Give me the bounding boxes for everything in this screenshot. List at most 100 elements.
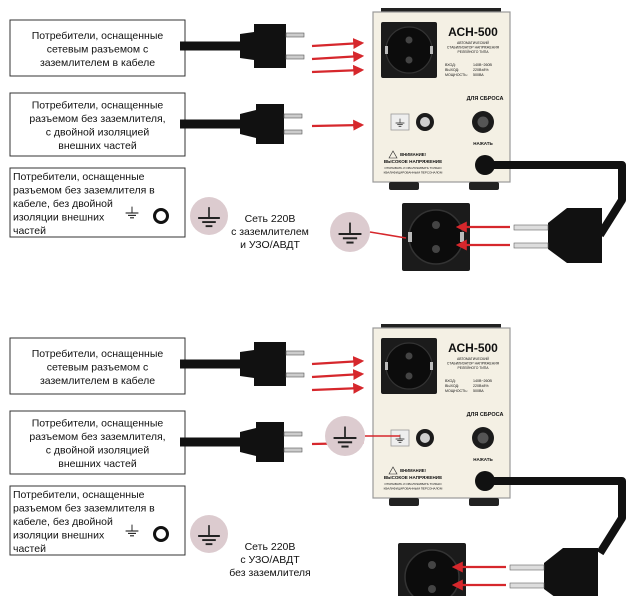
plug-body (240, 104, 284, 144)
arrow (311, 38, 365, 50)
ground-contact (385, 46, 388, 54)
ground-circle-icon (190, 515, 228, 553)
model-subtitle: РЕЛЕЙНОГО ТИПА (458, 50, 490, 54)
socket-face (404, 549, 460, 596)
arrow (311, 51, 365, 63)
model-subtitle: РЕЛЕЙНОГО ТИПА (458, 366, 490, 370)
stabilizer-foot (469, 182, 499, 190)
consumer-box-line: внешних частей (58, 458, 137, 470)
supply-cable (485, 161, 626, 238)
consumer-box-frame (9, 19, 186, 77)
consumer-box-line: изоляции внешних (13, 211, 105, 223)
consumer-box-line: Потребители, оснащенные (32, 418, 164, 430)
consumer-box-line: кабеле, без двойной (13, 516, 113, 528)
socket-face (408, 209, 464, 265)
model-subtitle: АВТОМАТИЧЕСКИЙ (457, 41, 490, 45)
spec-value: 500ВА (473, 73, 484, 77)
consumer-box-frame (9, 485, 186, 556)
consumer-box-line: сетевым разъемом с (47, 361, 149, 373)
spec-label: ВХОД: (445, 379, 456, 383)
arrow (311, 369, 365, 381)
consumer-box-line: разъемом без заземлителя, (29, 431, 165, 443)
ground-circle-icon (330, 212, 370, 252)
spec-value: 140В~260В (473, 63, 492, 67)
consumer-box-line: Потребители, оснащенные (13, 171, 145, 183)
socket-hole (432, 221, 440, 229)
supply-plug-body (544, 548, 598, 596)
network-label: и УЗО/АВДТ (240, 239, 300, 251)
supply-plug-pin (513, 224, 549, 231)
warning-note: ОТКРЫВАТЬ И ОБСЛУЖИВАТЬ ТОЛЬКО (384, 482, 442, 486)
socket-hole (428, 585, 436, 593)
consumer-box-frame (9, 410, 186, 475)
spec-value: 220В±8% (473, 384, 489, 388)
consumer-box-line: Потребители, оснащенные (32, 348, 164, 360)
consumer-box-line: кабеле, без двойной (13, 198, 113, 210)
warning-title: ВНИМАНИЕ! (400, 468, 426, 473)
panel-1: Потребители, оснащенные сетевым разъемом … (9, 8, 626, 271)
stabilizer-foot (389, 498, 419, 506)
socket-hole (428, 561, 436, 569)
output-socket-face (385, 26, 433, 74)
socket-hole (405, 36, 413, 44)
network-label: с УЗО/АВДТ (240, 554, 300, 566)
knob-center (420, 433, 430, 443)
ground-circle-icon (190, 197, 228, 235)
consumer-box-line: разъемом без заземлителя, (29, 113, 165, 125)
arrow (311, 382, 365, 394)
reset-button-cap[interactable] (477, 116, 489, 128)
socket-hole (405, 352, 413, 360)
warning-icon (388, 466, 398, 475)
plug-body (240, 342, 286, 386)
socket-hole (432, 245, 440, 253)
stabilizer-handle (381, 324, 501, 330)
consumer-box-frame (9, 92, 186, 157)
knob-center (420, 117, 430, 127)
consumer-box-line: Потребители, оснащенные (13, 489, 145, 501)
stabilizer-foot (389, 182, 419, 190)
plug-pin (285, 54, 305, 60)
network-label: Сеть 220В (245, 213, 296, 225)
consumer-box-line: частей (13, 543, 46, 555)
warning-subtitle: ВЫСОКОЕ НАПРЯЖЕНИЕ (384, 475, 442, 480)
consumer-box-line: сетевым разъемом с (47, 43, 149, 55)
consumer-box-line: Потребители, оснащенные (32, 100, 164, 112)
plug-body (240, 24, 286, 68)
supply-plug-pin (509, 564, 545, 571)
grounded-plug-icon (180, 24, 305, 68)
spec-label: МОЩНОСТЬ: (445, 73, 468, 77)
warning-note: КВАЛИФИЦИРОВАННЫМ ПЕРСОНАЛОМ (384, 487, 443, 491)
plug-pin (285, 372, 305, 378)
plug-pin (285, 32, 305, 38)
consumer-box-line: изоляции внешних (13, 529, 105, 541)
stabilizer-handle (381, 8, 501, 14)
plug-pin (285, 350, 305, 356)
ring-icon (153, 526, 169, 542)
consumer-box-line: внешних частей (58, 140, 137, 152)
arrow (311, 64, 365, 76)
consumer-box-line: разъемом без заземлителя в (13, 502, 155, 514)
reset-label: ДЛЯ СБРОСА (467, 96, 504, 102)
ground-contact (408, 232, 412, 242)
ring-icon (153, 208, 169, 224)
network-label: Сеть 220В (245, 541, 296, 553)
arrow (311, 356, 365, 368)
plug-pin (283, 129, 303, 135)
wall-socket (398, 543, 466, 596)
stabilizer-housing (372, 11, 511, 183)
model-name: АСН-500 (448, 341, 498, 355)
reset-button-cap[interactable] (477, 432, 489, 444)
network-label: без заземлителя (229, 567, 311, 579)
plug-body (240, 422, 284, 462)
plug-pin (283, 447, 303, 453)
ground-contact (385, 362, 388, 370)
flat-plug-icon (180, 422, 303, 462)
plug-pin (283, 113, 303, 119)
stabilizer-foot (469, 498, 499, 506)
consumer-box-line: с двойной изоляцией (46, 127, 150, 139)
